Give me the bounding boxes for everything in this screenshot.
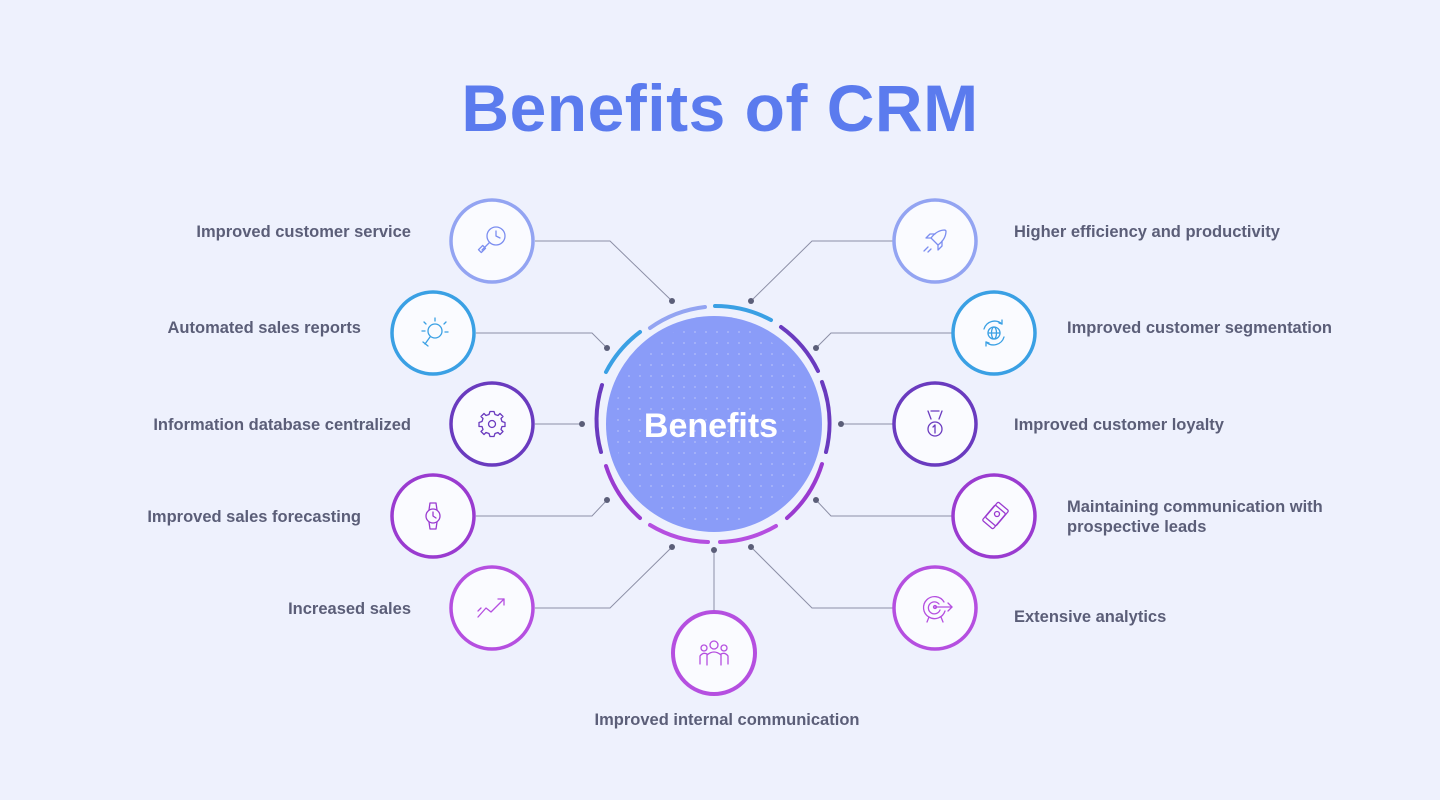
benefit-label: Improved customer loyalty [1014, 416, 1225, 434]
benefit-extensive-analytics: Extensive analytics [892, 565, 1166, 651]
benefit-information-database-centralized: Information database centralized [153, 381, 535, 467]
benefit-label: Increased sales [288, 600, 411, 618]
benefit-label: Improved sales forecasting [147, 508, 361, 526]
connector-higher-efficiency [750, 240, 893, 302]
icon-ring [390, 290, 476, 376]
benefit-automated-sales-reports: Automated sales reports [168, 290, 476, 376]
icon-ring [892, 381, 978, 467]
icon-ring [671, 610, 757, 696]
connector-dots [579, 298, 844, 553]
connectors [476, 240, 952, 611]
benefit-label: Information database centralized [153, 416, 411, 434]
benefit-label: Higher efficiency and productivity [1014, 223, 1281, 241]
target-icon [922, 595, 953, 623]
benefit-improved-customer-segmentation: Improved customer segmentation [951, 290, 1332, 376]
trend-up-icon [477, 598, 505, 618]
connector-increased-sales [535, 546, 673, 609]
page-title: Benefits of CRM [461, 71, 979, 145]
center-hub: Benefits [594, 303, 832, 544]
benefit-label: Extensive analytics [1014, 608, 1166, 626]
connector-customer-segmentation [815, 332, 952, 349]
benefit-label: Improved internal communication [595, 711, 860, 729]
benefit-increased-sales: Increased sales [288, 565, 535, 651]
benefit-improved-customer-loyalty: Improved customer loyalty [892, 381, 1225, 467]
lightbulb-icon [421, 317, 449, 347]
center-label: Benefits [644, 407, 778, 445]
icon-ring [951, 473, 1037, 559]
benefit-higher-efficiency-and-productivity: Higher efficiency and productivity [892, 198, 1281, 284]
team-icon [699, 640, 729, 666]
benefit-label-line2: prospective leads [1067, 518, 1206, 536]
icon-ring [449, 198, 535, 284]
globe-cycle-icon [983, 319, 1005, 347]
gear-icon [478, 410, 506, 438]
benefit-label: Improved customer service [196, 223, 411, 241]
search-clock-icon [477, 226, 506, 254]
icon-ring [449, 381, 535, 467]
benefit-label: Automated sales reports [168, 319, 361, 337]
benefit-maintaining-communication: Maintaining communication with prospecti… [951, 473, 1323, 559]
center-dot-texture [614, 324, 814, 524]
benefit-improved-customer-service: Improved customer service [196, 198, 535, 284]
benefit-label: Improved customer segmentation [1067, 319, 1332, 337]
hub-ring-segments [594, 303, 832, 544]
money-stack-icon [982, 501, 1009, 530]
connector-improved-customer-service [535, 240, 673, 302]
medal-icon [927, 410, 943, 437]
benefit-improved-sales-forecasting: Improved sales forecasting [147, 473, 476, 559]
benefit-improved-internal-communication: Improved internal communication [595, 610, 860, 729]
connector-automated-sales-reports [476, 332, 608, 349]
icon-ring [892, 198, 978, 284]
connector-improved-sales-forecasting [476, 499, 608, 517]
connector-maintaining-communication [815, 499, 952, 517]
rocket-icon [923, 229, 947, 253]
benefit-label: Maintaining communication with [1067, 498, 1323, 516]
connector-extensive-analytics [750, 546, 893, 609]
icon-ring [449, 565, 535, 651]
watch-icon [425, 502, 441, 530]
